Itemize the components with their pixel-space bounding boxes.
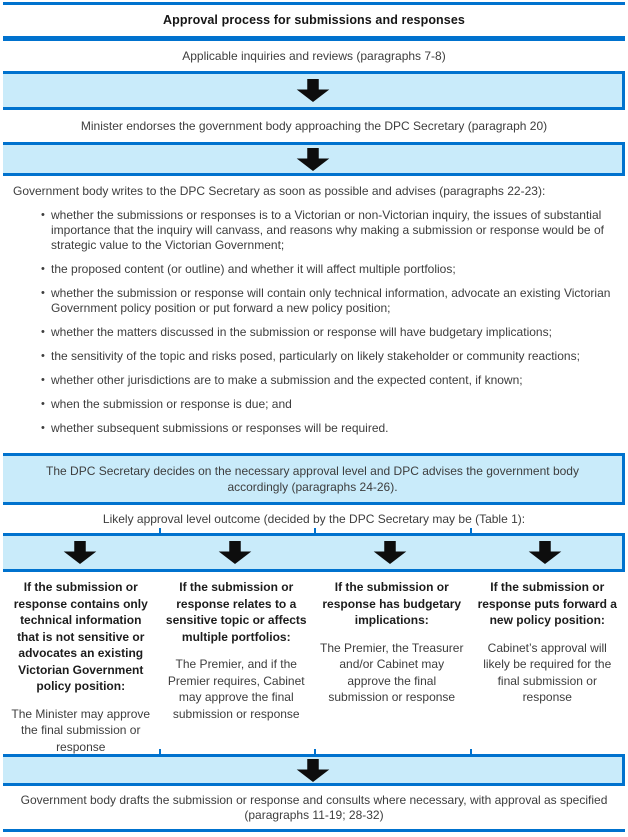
- divider: [3, 502, 625, 505]
- final-step-row: Government body drafts the submission or…: [3, 786, 625, 829]
- arrow-band-1: [3, 74, 625, 107]
- arrow-cell: [3, 541, 158, 564]
- divider: [3, 107, 625, 110]
- arrow-cell: [313, 541, 468, 564]
- final-step-text: Government body drafts the submission or…: [20, 792, 608, 822]
- divider: [3, 173, 625, 176]
- arrow-band-2: [3, 145, 625, 173]
- outcome-condition: If the submission or response contains o…: [13, 580, 148, 693]
- bullet-text: whether the submissions or responses is …: [51, 208, 604, 252]
- divider: [3, 533, 625, 536]
- government-body-advises-box: Government body writes to the DPC Secret…: [3, 176, 625, 453]
- outcome-intro-text: Likely approval level outcome (decided b…: [102, 511, 526, 526]
- outcome-intro-row: Likely approval level outcome (decided b…: [3, 505, 625, 533]
- cell-border-tick: [314, 528, 316, 533]
- outcome-condition: If the submission or response puts forwa…: [477, 580, 617, 627]
- step-minister-endorses: Minister endorses the government body ap…: [3, 110, 625, 142]
- bullet-item: • whether subsequent submissions or respo…: [13, 421, 615, 436]
- cell-border-tick: [469, 749, 472, 754]
- bullet-dot: •: [41, 398, 45, 410]
- bullet-text: the sensitivity of the topic and risks p…: [51, 349, 580, 363]
- outcome-column-sensitive: If the submission or response relates to…: [159, 572, 315, 754]
- bullet-text: when the submission or response is due; …: [51, 397, 292, 411]
- cell-border-tick: [469, 528, 472, 533]
- bullet-dot: •: [41, 263, 45, 275]
- divider-under-title: [3, 36, 625, 41]
- bullet-dot: •: [41, 326, 45, 338]
- down-arrow-icon: [373, 541, 407, 564]
- bullet-dot: •: [41, 350, 45, 362]
- cell-border-tick: [158, 528, 161, 533]
- page-title-text: Approval process for submissions and res…: [163, 13, 465, 27]
- outcome-column-technical: If the submission or response contains o…: [3, 572, 159, 754]
- outcome-columns: If the submission or response contains o…: [3, 572, 625, 754]
- bullet-item: • whether the submission or response will…: [13, 286, 615, 316]
- bullet-item: • the sensitivity of the topic and risks …: [13, 349, 615, 364]
- bullet-text: whether subsequent submissions or respon…: [51, 421, 389, 435]
- secretary-decides-text: The DPC Secretary decides on the necessa…: [46, 464, 579, 494]
- step-applicable-inquiries: Applicable inquiries and reviews (paragr…: [3, 41, 625, 71]
- divider-bottom: [3, 829, 625, 832]
- step-applicable-inquiries-text: Applicable inquiries and reviews (paragr…: [182, 48, 446, 63]
- divider: [3, 71, 625, 74]
- page-title: Approval process for submissions and res…: [3, 5, 625, 36]
- bullet-text: the proposed content (or outline) and wh…: [51, 262, 456, 276]
- step-minister-endorses-text: Minister endorses the government body ap…: [80, 118, 548, 133]
- outcome-condition: If the submission or response relates to…: [165, 580, 307, 644]
- divider: [3, 783, 625, 786]
- advises-intro-text: Government body writes to the DPC Secret…: [13, 184, 546, 198]
- final-arrow-band: [3, 757, 625, 783]
- outcome-arrows-band: [3, 536, 625, 569]
- bullet-item: • whether the matters discussed in the su…: [13, 325, 615, 340]
- arrow-cell: [467, 541, 622, 564]
- bullet-item: • whether other jurisdictions are to make…: [13, 373, 615, 388]
- outcome-approver: The Minister may approve the final submi…: [11, 706, 151, 754]
- bullet-dot: •: [41, 422, 45, 434]
- approval-process-flowchart: Approval process for submissions and res…: [3, 2, 625, 832]
- down-arrow-icon: [296, 147, 329, 171]
- bullet-text: whether other jurisdictions are to make …: [51, 373, 523, 387]
- divider: [3, 754, 625, 757]
- outcome-condition: If the submission or response has budget…: [322, 580, 462, 627]
- secretary-decides-box: The DPC Secretary decides on the necessa…: [3, 456, 625, 502]
- divider: [3, 453, 625, 456]
- divider: [3, 142, 625, 145]
- cell-border-tick: [158, 749, 161, 754]
- arrow-cell: [158, 541, 313, 564]
- bullet-dot: •: [41, 209, 45, 221]
- divider: [3, 569, 625, 572]
- down-arrow-icon: [528, 541, 561, 564]
- down-arrow-icon: [218, 541, 252, 564]
- down-arrow-icon: [296, 758, 329, 782]
- outcome-column-new-policy: If the submission or response puts forwa…: [470, 572, 626, 754]
- advises-bullet-list: • whether the submissions or responses is…: [13, 208, 615, 436]
- bullet-text: whether the matters discussed in the sub…: [51, 325, 552, 339]
- bullet-text: whether the submission or response will …: [51, 286, 611, 315]
- down-arrow-icon: [64, 541, 97, 564]
- cell-border-tick: [314, 749, 316, 754]
- bullet-item: • whether the submissions or responses is…: [13, 208, 615, 253]
- divider-top: [3, 2, 625, 5]
- down-arrow-icon: [296, 79, 329, 102]
- bullet-item: • the proposed content (or outline) and w…: [13, 262, 615, 277]
- bullet-dot: •: [41, 287, 45, 299]
- outcome-approver: The Premier, the Treasurer and/or Cabine…: [320, 640, 464, 705]
- bullet-dot: •: [41, 374, 45, 386]
- outcome-column-budgetary: If the submission or response has budget…: [314, 572, 470, 754]
- bullet-item: • when the submission or response is due;…: [13, 397, 615, 412]
- outcome-approver: Cabinet’s approval will likely be requir…: [483, 640, 612, 705]
- outcome-approver: The Premier, and if the Premier requires…: [167, 657, 305, 721]
